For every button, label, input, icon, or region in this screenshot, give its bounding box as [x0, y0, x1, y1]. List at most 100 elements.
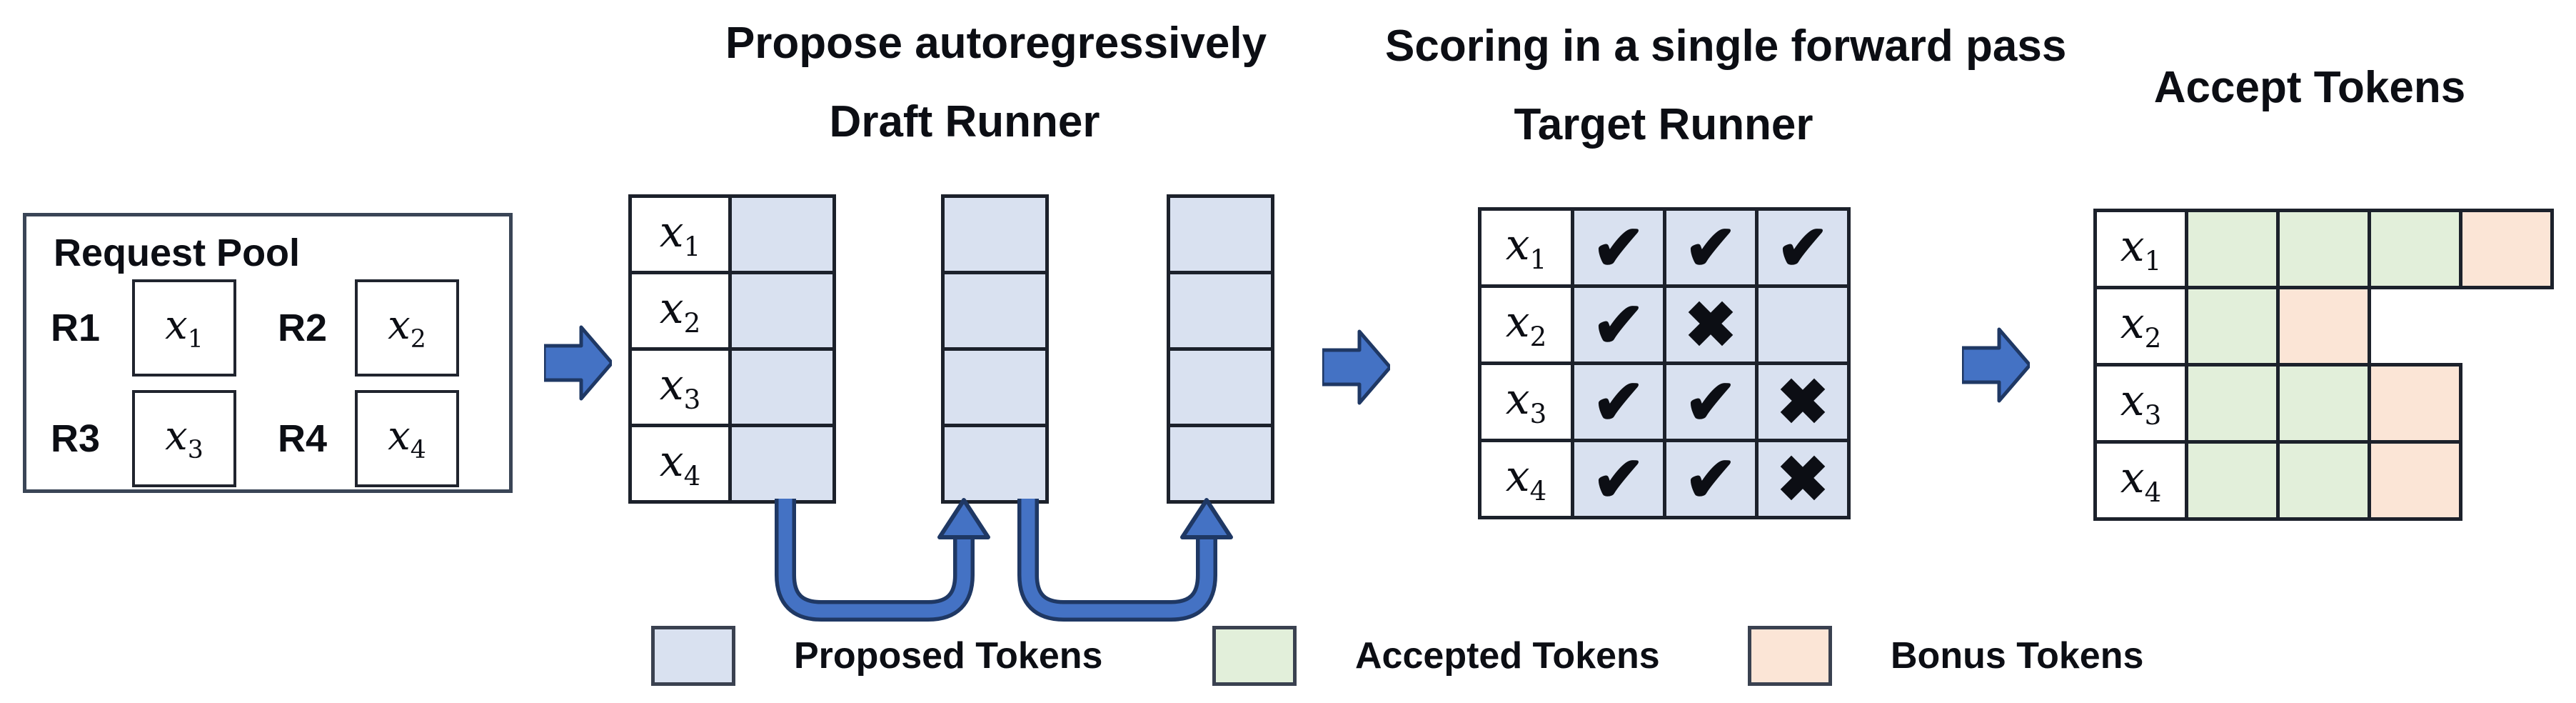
accepted-token-cell [2368, 209, 2462, 289]
token-label-cell: x1 [628, 194, 732, 274]
legend-label: Bonus Tokens [1891, 635, 2144, 677]
token-label-cell: x4 [2093, 440, 2188, 521]
token-symbol: x2 [659, 283, 701, 339]
proposed-token-cell [941, 194, 1049, 274]
request-label: R2 [278, 306, 328, 349]
flow-arrow-icon [544, 325, 612, 401]
check-icon: ✔ [1684, 366, 1737, 437]
legend-label: Accepted Tokens [1355, 635, 1660, 677]
accepted-token-cell [2276, 363, 2371, 444]
token-label-cell: x3 [1478, 362, 1574, 442]
draft-runner-grid: x1 x2 x3 x4 [628, 194, 836, 504]
score-cell-check: ✔ [1571, 207, 1666, 288]
accepted-token-swatch [1212, 626, 1297, 686]
token-label-cell: x2 [2093, 286, 2188, 367]
proposed-token-cell [728, 194, 836, 274]
token-symbol: x3 [659, 359, 701, 415]
token-symbol: x2 [2120, 299, 2162, 354]
proposed-token-cell [941, 271, 1049, 351]
accepted-token-cell [2276, 440, 2371, 521]
bonus-token-cell [2368, 440, 2462, 521]
request-label: R3 [51, 417, 101, 460]
accepted-token-cell [2276, 209, 2371, 289]
token-label-cell: x4 [1478, 439, 1574, 519]
accept-row: x1 [2093, 209, 2554, 289]
accepted-token-cell [2185, 209, 2280, 289]
bonus-token-cell [2459, 209, 2554, 289]
target-row: x1 ✔ ✔ ✔ [1478, 207, 1851, 288]
draft-proposed-column [1167, 194, 1274, 504]
target-row: x2 ✔ ✖ [1478, 284, 1851, 365]
cross-icon: ✖ [1776, 443, 1829, 514]
score-cell-check: ✔ [1755, 207, 1851, 288]
proposed-token-cell [728, 424, 836, 504]
accepted-token-cell [2185, 286, 2280, 367]
flow-arrow-icon [1322, 329, 1390, 405]
accept-row: x3 [2093, 363, 2554, 444]
proposed-token-swatch [651, 626, 735, 686]
token-symbol: x1 [1505, 220, 1547, 275]
score-cell-cross: ✖ [1663, 284, 1759, 365]
request-token-box: x3 [132, 390, 236, 487]
target-runner-grid: x1✔✔✔x2✔✖x3✔✔✖x4✔✔✖ [1478, 207, 1851, 519]
score-cell-check: ✔ [1571, 362, 1666, 442]
token-label-cell: x1 [2093, 209, 2188, 289]
draft-row: x1 [628, 194, 836, 274]
check-icon: ✔ [1592, 366, 1645, 437]
token-symbol: x1 [165, 301, 203, 354]
request-label: R1 [51, 306, 101, 349]
accept-tokens-title: Accept Tokens [2153, 63, 2466, 112]
legend-item-accepted: Accepted Tokens [1212, 624, 1660, 687]
check-icon: ✔ [1684, 211, 1737, 283]
loop-arrow-icon [1017, 498, 1233, 622]
draft-row: x3 [628, 347, 836, 427]
score-cell-cross: ✖ [1755, 439, 1851, 519]
bonus-token-cell [2276, 286, 2371, 367]
token-label-cell: x2 [1478, 284, 1574, 365]
check-icon: ✔ [1592, 211, 1645, 283]
token-label-cell: x3 [2093, 363, 2188, 444]
target-runner-title: Target Runner [1514, 100, 1813, 149]
proposed-token-cell [1167, 424, 1274, 504]
token-label-cell: x2 [628, 271, 732, 351]
legend-item-proposed: Proposed Tokens [651, 624, 1102, 687]
score-cell-check: ✔ [1571, 284, 1666, 365]
loop-arrow-icon [775, 498, 990, 622]
proposed-token-cell [941, 347, 1049, 427]
proposed-token-cell [728, 347, 836, 427]
draft-stage-title: Propose autoregressively [725, 19, 1267, 68]
check-icon: ✔ [1592, 289, 1645, 360]
accept-row: x2 [2093, 286, 2554, 367]
legend-label: Proposed Tokens [794, 635, 1103, 677]
proposed-token-cell [1167, 194, 1274, 274]
token-symbol: x1 [2120, 221, 2162, 276]
token-symbol: x4 [659, 436, 701, 492]
accept-row: x4 [2093, 440, 2554, 521]
token-symbol: x3 [1505, 374, 1547, 429]
token-label-cell: x4 [628, 424, 732, 504]
token-symbol: x1 [659, 206, 701, 262]
token-symbol: x4 [388, 412, 426, 465]
score-cell-check: ✔ [1663, 439, 1759, 519]
legend-item-bonus: Bonus Tokens [1748, 624, 2143, 687]
score-cell-none [1755, 284, 1851, 365]
draft-row: x2 [628, 271, 836, 351]
bonus-token-cell [2368, 363, 2462, 444]
check-icon: ✔ [1684, 443, 1737, 514]
token-label-cell: x1 [1478, 207, 1574, 288]
proposed-token-cell [941, 424, 1049, 504]
bonus-token-swatch [1748, 626, 1832, 686]
token-symbol: x4 [1505, 452, 1547, 507]
proposed-token-cell [1167, 271, 1274, 351]
check-icon: ✔ [1776, 211, 1829, 283]
score-cell-check: ✔ [1571, 439, 1666, 519]
flow-arrow-icon [1962, 327, 2030, 403]
token-symbol: x4 [2120, 453, 2162, 508]
token-label-cell: x3 [628, 347, 732, 427]
token-symbol: x3 [2120, 376, 2162, 431]
request-pool-panel: Request Pool R1 x1 R2 x2 R3 x3 R4 x4 [23, 213, 513, 493]
target-row: x3✔✔✖ [1478, 362, 1851, 442]
request-pool-title: Request Pool [54, 231, 301, 274]
accept-tokens-grid: x1 x2 x3 x4 [2093, 209, 2554, 521]
draft-runner-title: Draft Runner [829, 97, 1100, 146]
